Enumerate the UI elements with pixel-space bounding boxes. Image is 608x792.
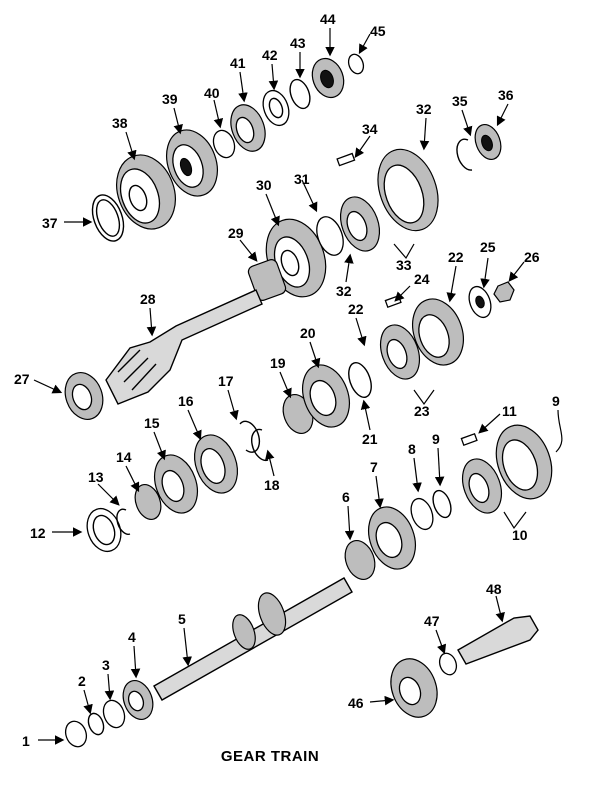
- part-26-nut: [493, 281, 515, 303]
- callout-41: 41: [230, 55, 246, 71]
- callout-39: 39: [162, 91, 178, 107]
- row-main-shaft: [64, 281, 515, 420]
- callout-27: 27: [14, 371, 30, 387]
- part-21-ring: [348, 362, 372, 398]
- callout-29: 29: [228, 225, 244, 241]
- callout-leaders: [33, 28, 563, 745]
- part-35-ring: [456, 138, 473, 171]
- callout-19: 19: [270, 355, 286, 371]
- callout-26: 26: [524, 249, 540, 265]
- callout-33: 33: [396, 257, 412, 273]
- callout-8: 8: [408, 441, 416, 457]
- row-gear-cluster: [86, 362, 372, 553]
- row-counter-shaft: [64, 424, 553, 748]
- callout-18: 18: [264, 477, 280, 493]
- callout-22b: 22: [448, 249, 464, 265]
- part-3-spacer: [102, 699, 126, 729]
- callout-38: 38: [112, 115, 128, 131]
- part-12-ring: [86, 507, 122, 553]
- callout-6: 6: [342, 489, 350, 505]
- callout-32a: 32: [416, 101, 432, 117]
- callout-43: 43: [290, 35, 306, 51]
- part-14-bearing: [134, 483, 162, 521]
- part-48-idler-shaft: [457, 615, 539, 665]
- part-9-ring: [432, 489, 452, 519]
- part-28-shaft: [105, 289, 263, 405]
- callout-16: 16: [178, 393, 194, 409]
- part-42-ring: [262, 89, 290, 127]
- callout-21: 21: [362, 431, 378, 447]
- callout-25: 25: [480, 239, 496, 255]
- callout-30: 30: [256, 177, 272, 193]
- callout-24: 24: [414, 271, 430, 287]
- callout-7: 7: [370, 459, 378, 475]
- callout-28: 28: [140, 291, 156, 307]
- row-synchro-upper: [247, 123, 502, 301]
- diagram-caption: GEAR TRAIN: [220, 748, 320, 765]
- part-18-ring: [251, 428, 269, 462]
- callout-13: 13: [88, 469, 104, 485]
- callout-47: 47: [424, 613, 440, 629]
- part-17-ring: [239, 420, 261, 453]
- part-40-spacer: [212, 129, 236, 159]
- callout-45: 45: [370, 23, 386, 39]
- part-47-ring: [438, 652, 458, 676]
- part-13-ring: [116, 508, 131, 535]
- part-29-bearing: [247, 259, 287, 301]
- callout-22a: 22: [348, 301, 364, 317]
- callout-11: 11: [502, 403, 517, 419]
- part-45-ring: [347, 53, 365, 75]
- callout-34: 34: [362, 121, 378, 137]
- callout-labels: 1 2 3 4 5 6 7 8 9 9 10 11 12 13 14 15 16…: [14, 11, 560, 749]
- callout-48: 48: [486, 581, 502, 597]
- callout-10: 10: [512, 527, 528, 543]
- callout-44: 44: [320, 11, 336, 27]
- callout-37: 37: [42, 215, 58, 231]
- callout-2: 2: [78, 673, 86, 689]
- part-11-key: [460, 432, 478, 446]
- callout-35: 35: [452, 93, 468, 109]
- callout-40: 40: [204, 85, 220, 101]
- callout-15: 15: [144, 415, 160, 431]
- callout-20: 20: [300, 325, 316, 341]
- callout-46: 46: [348, 695, 364, 711]
- part-31-ring: [316, 216, 344, 256]
- part-8-ring: [410, 497, 434, 531]
- row-reverse-idler: [390, 615, 539, 718]
- callout-42: 42: [262, 47, 278, 63]
- callout-12: 12: [30, 525, 46, 541]
- part-43-ring: [289, 78, 311, 110]
- callout-36: 36: [498, 87, 514, 103]
- part-1-ring: [64, 720, 88, 748]
- callout-3: 3: [102, 657, 110, 673]
- callout-5: 5: [178, 611, 186, 627]
- part-6-bearing: [344, 540, 376, 580]
- callout-9a: 9: [432, 431, 440, 447]
- callout-9b: 9: [552, 393, 560, 409]
- callout-4: 4: [128, 629, 136, 645]
- callout-14: 14: [116, 449, 132, 465]
- callout-23: 23: [414, 403, 430, 419]
- part-34-key: [336, 152, 356, 167]
- part-37-ring: [91, 194, 125, 242]
- callout-17: 17: [218, 373, 234, 389]
- callout-31: 31: [294, 171, 310, 187]
- callout-32b: 32: [336, 283, 352, 299]
- callout-1: 1: [22, 733, 30, 749]
